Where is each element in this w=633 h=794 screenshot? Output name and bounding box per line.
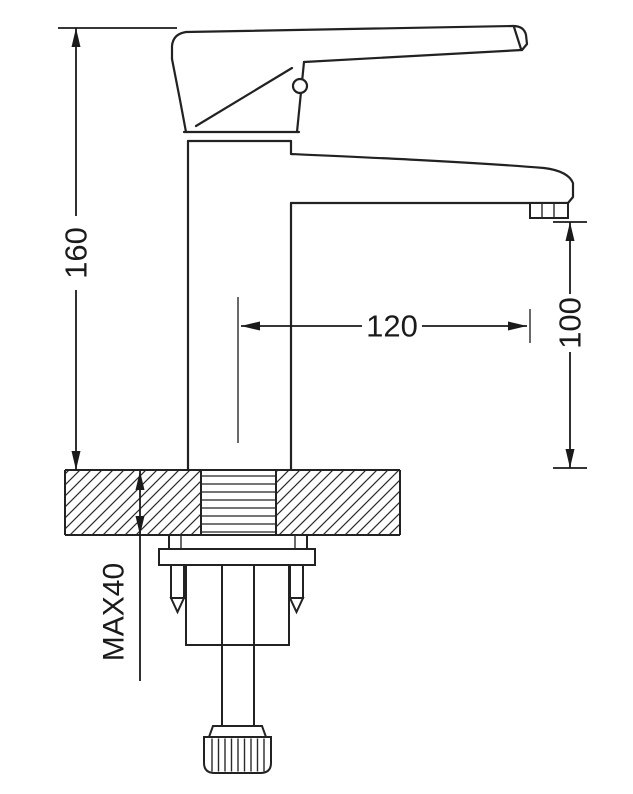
nut-knurling (211, 738, 265, 772)
dim100-arrow-down-icon (565, 449, 575, 468)
dim120-label: 120 (366, 309, 418, 344)
bolt-left-tip (169, 597, 186, 615)
handle-left-edge (170, 30, 188, 61)
spacer-block (185, 564, 290, 646)
head-diagonal-face (194, 66, 294, 128)
faucet-column (186, 139, 293, 472)
dim120-arrow-right-icon (508, 321, 527, 331)
dimension-max-thickness: MAX40 (98, 471, 145, 681)
max40-label: MAX40 (98, 563, 131, 661)
max40-arrow-up-icon (135, 471, 145, 490)
locking-nut (203, 725, 272, 774)
head-left-edge (170, 57, 188, 134)
faucet-body (170, 24, 575, 472)
shank-threads (202, 472, 275, 534)
spout-top-edge (289, 152, 575, 205)
spout-aerator (529, 202, 569, 219)
handle-screw-icon (291, 77, 309, 95)
dim120-arrow-left-icon (241, 321, 260, 331)
aerator-ticks (541, 203, 555, 218)
bolt-right-tip (288, 597, 305, 615)
nut-collar (207, 725, 268, 738)
dimension-reach-120: 120 (237, 297, 531, 443)
dimension-height-160: 160 (58, 27, 177, 470)
dim160-arrow-down-icon (71, 451, 81, 470)
mounting-bolt-right (288, 564, 305, 615)
bolt-left-shaft (170, 564, 185, 599)
handle-right-end (511, 24, 529, 52)
washer-ticks (180, 535, 296, 549)
countertop-hatch-left (66, 471, 200, 534)
countertop-hatch-right (277, 471, 399, 534)
head-right-edge (295, 60, 306, 134)
faucet-head (170, 57, 309, 143)
bolt-right-shaft (289, 564, 304, 599)
dimension-outlet-100: 100 (553, 221, 588, 469)
handle-end-cut (512, 25, 523, 51)
mounting-washer (168, 534, 308, 550)
mounting-bracket (158, 548, 316, 566)
mounting-bolt-left (169, 564, 186, 615)
dim160-label: 160 (59, 227, 94, 279)
max40-arrow-down-icon (135, 516, 145, 535)
handle-bottom-edge (302, 48, 524, 64)
faucet-handle (170, 24, 529, 64)
countertop-section (64, 469, 401, 536)
dim100-label: 100 (553, 297, 588, 349)
mounting-hardware (158, 534, 316, 774)
dim160-arrow-up-icon (71, 28, 81, 47)
dim100-arrow-up-icon (565, 222, 575, 241)
faucet-spout (289, 152, 575, 219)
handle-top-edge (184, 24, 515, 34)
